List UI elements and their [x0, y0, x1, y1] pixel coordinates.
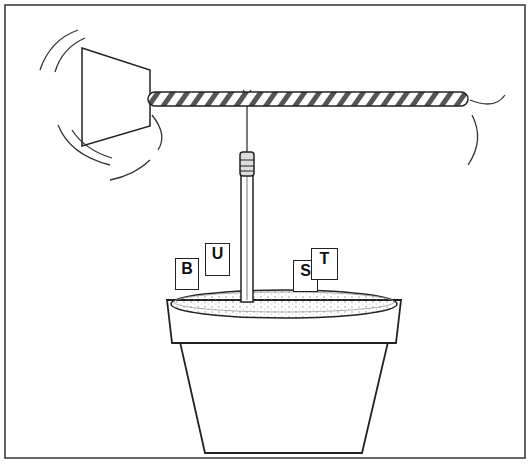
card-letter: T: [320, 249, 330, 267]
pencil-edge: [247, 176, 248, 300]
straw-stripes: [148, 92, 468, 106]
letter-card: T: [311, 248, 338, 280]
ferrule-line: [240, 166, 254, 167]
ferrule-line: [240, 160, 254, 161]
letter-card: B: [175, 258, 199, 290]
soil: [171, 290, 397, 318]
eraser: [240, 152, 254, 176]
pencil: [241, 174, 253, 302]
card-fin: [82, 48, 150, 146]
motion-lines: [40, 30, 505, 180]
card-letter: B: [181, 259, 193, 277]
card-letter: U: [212, 244, 224, 262]
letter-card: U: [205, 243, 230, 276]
frame: [5, 5, 525, 458]
straw: [148, 92, 468, 106]
card-letter: S: [300, 261, 311, 279]
pot-body: [180, 342, 388, 453]
pot-lip: [174, 292, 394, 312]
ferrule-line: [240, 171, 254, 172]
